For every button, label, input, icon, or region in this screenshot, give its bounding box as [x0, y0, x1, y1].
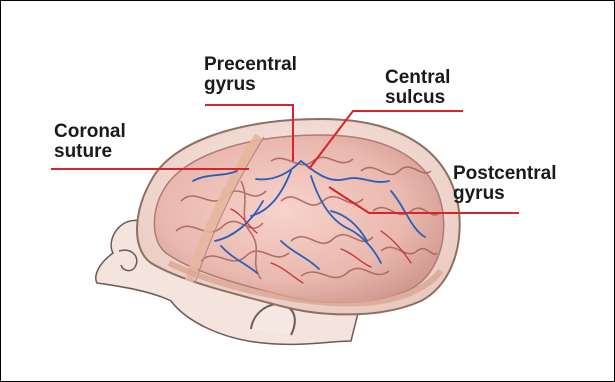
- label-postcentral-gyrus: Postcentral gyrus: [453, 164, 556, 204]
- label-precentral-gyrus: Precentral gyrus: [204, 55, 297, 95]
- label-coronal-suture: Coronal suture: [54, 122, 126, 162]
- label-central-sulcus: Central sulcus: [385, 68, 450, 108]
